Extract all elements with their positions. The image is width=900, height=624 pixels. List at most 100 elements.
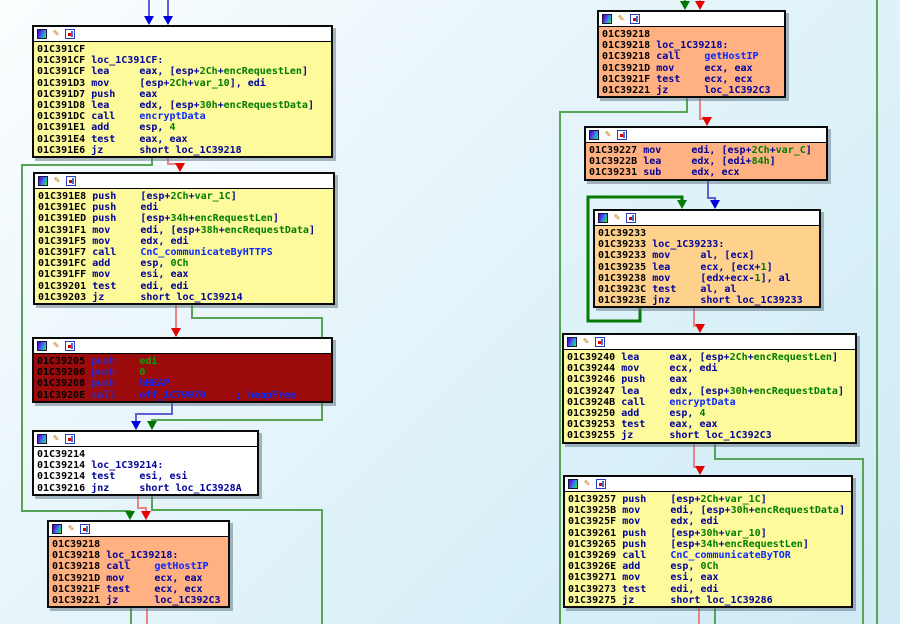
code-line[interactable]: 01C39231 sub edx, ecx <box>589 167 740 179</box>
code-line[interactable]: 01C3923C test al, al <box>598 283 737 295</box>
node-color-icon[interactable] <box>602 14 612 24</box>
code-line[interactable]: 01C39246 push eax <box>567 374 688 386</box>
edit-node-icon[interactable]: ✎ <box>613 212 621 223</box>
basic-block-01C39257[interactable]: ✎ 01C39257 push [esp+2Ch+var_1C]01C3925B … <box>563 475 853 608</box>
code-line[interactable]: 01C39201 test edi, edi <box>38 280 189 292</box>
code-line[interactable]: 01C39233 <box>598 228 647 239</box>
code-line[interactable]: 01C39221 jz loc_1C392C3 <box>52 594 221 606</box>
code-line[interactable]: 01C391EC push edi <box>38 202 159 214</box>
code-line[interactable]: 01C391D7 push eax <box>37 88 158 100</box>
code-line[interactable]: 01C39214 <box>37 449 86 460</box>
code-line[interactable]: 01C391CF loc_1C391CF: <box>37 55 164 67</box>
code-line[interactable]: 01C3921D mov ecx, eax <box>602 62 753 74</box>
code-line[interactable]: 01C39214 loc_1C39214: <box>37 460 164 472</box>
code-line[interactable]: 01C3921F test ecx, ecx <box>52 583 203 595</box>
code-line[interactable]: 01C39216 jnz short loc_1C3928A <box>37 482 242 494</box>
code-line[interactable]: 01C39273 test edi, edi <box>568 583 719 595</box>
code-line[interactable]: 01C39218 <box>602 29 651 40</box>
code-line[interactable]: 01C39255 jz short loc_1C392C3 <box>567 430 772 442</box>
code-line[interactable]: 01C391CF lea eax, [esp+2Ch+encRequestLen… <box>37 66 308 78</box>
code-line[interactable]: 01C39221 jz loc_1C392C3 <box>602 84 771 96</box>
code-line[interactable]: 01C391D8 lea edx, [esp+30h+encRequestDat… <box>37 99 314 111</box>
code-line[interactable]: 01C39218 call getHostIP <box>602 51 759 63</box>
edit-node-icon[interactable]: ✎ <box>52 340 60 351</box>
group-node-icon[interactable] <box>595 337 605 347</box>
code-line[interactable]: 01C39218 loc_1C39218: <box>602 40 729 52</box>
group-node-icon[interactable] <box>80 524 90 534</box>
code-line[interactable]: 01C39257 push [esp+2Ch+var_1C] <box>568 494 767 505</box>
edit-node-icon[interactable]: ✎ <box>52 433 60 444</box>
code-line[interactable]: 01C39269 call CnC_communicateByTOR <box>568 549 791 561</box>
group-node-icon[interactable] <box>65 29 75 39</box>
edit-node-icon[interactable]: ✎ <box>67 523 75 534</box>
code-line[interactable]: 01C39244 mov ecx, edi <box>567 363 718 375</box>
edit-node-icon[interactable]: ✎ <box>583 478 591 489</box>
edit-node-icon[interactable]: ✎ <box>582 336 590 347</box>
code-line[interactable]: 01C39265 push [esp+34h+encRequestLen] <box>568 538 809 550</box>
edit-node-icon[interactable]: ✎ <box>617 13 625 24</box>
basic-block-01C39227[interactable]: ✎01C39227 mov edi, [esp+2Ch+var_C]01C392… <box>584 126 828 181</box>
node-color-icon[interactable] <box>589 130 599 140</box>
code-line[interactable]: 01C39203 jz short loc_1C39214 <box>38 291 243 303</box>
code-line[interactable]: 01C39205 push edi <box>37 356 158 367</box>
group-node-icon[interactable] <box>630 14 640 24</box>
node-color-icon[interactable] <box>52 524 62 534</box>
group-node-icon[interactable] <box>65 341 75 351</box>
code-line[interactable]: 01C3924B call encryptData <box>567 396 736 408</box>
code-line[interactable]: 01C39261 push [esp+30h+var_10] <box>568 527 767 539</box>
group-node-icon[interactable] <box>626 213 636 223</box>
basic-block-01C391E8[interactable]: ✎ 01C391E8 push [esp+2Ch+var_1C]01C391EC … <box>33 172 335 305</box>
node-color-icon[interactable] <box>567 337 577 347</box>
code-line[interactable]: 01C39218 <box>52 539 101 550</box>
edit-node-icon[interactable]: ✎ <box>52 28 60 39</box>
group-node-icon[interactable] <box>66 176 76 186</box>
code-line[interactable]: 01C391E8 push [esp+2Ch+var_1C] <box>38 191 237 202</box>
code-line[interactable]: 01C391FC add esp, 0Ch <box>38 258 189 270</box>
node-color-icon[interactable] <box>37 29 47 39</box>
basic-block-01C39240[interactable]: ✎ 01C39240 lea eax, [esp+2Ch+encRequestLe… <box>562 333 857 444</box>
code-line[interactable]: 01C39240 lea eax, [esp+2Ch+encRequestLen… <box>567 352 838 363</box>
code-line[interactable]: 01C391D3 mov [esp+2Ch+var_10], edi <box>37 77 266 89</box>
code-line[interactable]: 01C3920E call off_1C79070 ; heapFree <box>37 389 296 401</box>
code-line[interactable]: 01C3925B mov edi, [esp+30h+encRequestDat… <box>568 505 845 517</box>
node-color-icon[interactable] <box>37 341 47 351</box>
edit-node-icon[interactable]: ✎ <box>53 175 61 186</box>
node-color-icon[interactable] <box>598 213 608 223</box>
code-line[interactable]: 01C391DC call encryptData <box>37 111 206 123</box>
code-line[interactable]: 01C39250 add esp, 4 <box>567 407 706 419</box>
group-node-icon[interactable] <box>65 434 75 444</box>
code-line[interactable]: 01C39253 test eax, eax <box>567 419 718 431</box>
code-line[interactable]: 01C39218 loc_1C39218: <box>52 550 179 562</box>
code-line[interactable]: 01C39271 mov esi, eax <box>568 572 719 584</box>
code-line[interactable]: 01C39235 lea ecx, [ecx+1] <box>598 261 773 273</box>
code-line[interactable]: 01C3925F mov edx, edi <box>568 516 719 528</box>
code-line[interactable]: 01C391CF <box>37 44 86 55</box>
code-line[interactable]: 01C391F5 mov edx, edi <box>38 235 189 247</box>
node-color-icon[interactable] <box>38 176 48 186</box>
code-line[interactable]: 01C391E4 test eax, eax <box>37 133 188 145</box>
code-line[interactable]: 01C391ED push [esp+34h+encRequestLen] <box>38 213 279 225</box>
code-line[interactable]: 01C39275 jz short loc_1C39286 <box>568 594 773 606</box>
code-line[interactable]: 01C3921F test ecx, ecx <box>602 73 753 85</box>
code-line[interactable]: 01C3926E add esp, 0Ch <box>568 561 719 573</box>
node-color-icon[interactable] <box>37 434 47 444</box>
code-line[interactable]: 01C391F1 mov edi, [esp+38h+encRequestDat… <box>38 224 315 236</box>
code-line[interactable]: 01C39206 push 0 <box>37 367 146 379</box>
code-line[interactable]: 01C391E6 jz short loc_1C39218 <box>37 144 242 156</box>
code-line[interactable]: 01C391E1 add esp, 4 <box>37 122 176 134</box>
code-line[interactable]: 01C39233 loc_1C39233: <box>598 239 725 251</box>
code-line[interactable]: 01C39247 lea edx, [esp+30h+encRequestDat… <box>567 385 844 397</box>
group-node-icon[interactable] <box>596 479 606 489</box>
node-color-icon[interactable] <box>568 479 578 489</box>
edit-node-icon[interactable]: ✎ <box>604 129 612 140</box>
group-node-icon[interactable] <box>617 130 627 140</box>
code-line[interactable]: 01C391F7 call CnC_communicateByHTTPS <box>38 246 273 258</box>
code-line[interactable]: 01C39233 mov al, [ecx] <box>598 250 755 262</box>
code-line[interactable]: 01C39214 test esi, esi <box>37 471 188 483</box>
